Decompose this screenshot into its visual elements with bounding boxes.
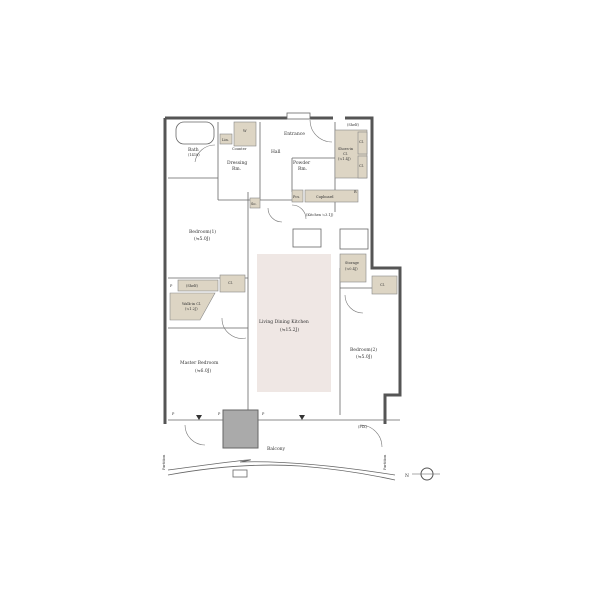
so-label: So. [251, 202, 257, 206]
shoes-cl-2 [357, 155, 368, 179]
compass: N [405, 467, 440, 481]
entrance-label: Entrance [284, 131, 305, 137]
partition-right-label: Partition [383, 454, 387, 470]
hall-label: Hall [271, 149, 281, 155]
wic-size: (≒1.2J) [185, 307, 198, 311]
compass-label: N [405, 473, 409, 479]
bedroom2-size: (≒5.0J) [356, 353, 372, 360]
p-label-3: P [262, 412, 265, 416]
linen-label: Lin. [222, 138, 229, 142]
fix-label: (FIX) [358, 425, 368, 429]
wic-shelf [177, 279, 219, 292]
storage-size: (≒0.4J) [345, 267, 358, 271]
partition-left-label: Partition [162, 454, 166, 470]
kitchen-sink [292, 228, 322, 248]
wic-label: Walk-in Cl. [182, 302, 201, 306]
ldk-size: (≒15.2J) [280, 326, 299, 333]
shoes-cl2-label: Cl. [359, 164, 364, 168]
door-arcs [184, 119, 383, 448]
powder-label-2: Rm. [298, 166, 308, 172]
wic-p-label: P [170, 284, 173, 288]
p-label-2: P [218, 412, 221, 416]
dressing-label: Dressing [227, 160, 247, 166]
bedroom1-closet-label: Cl. [228, 281, 233, 285]
shoes-size: (≒1.4J) [338, 157, 351, 161]
bedroom1-closet [219, 274, 246, 293]
linen-shelf [219, 133, 233, 145]
bedroom1-label: Bedroom(1) [189, 228, 216, 235]
shoes-cl-1 [357, 131, 368, 155]
washer-space [233, 121, 257, 147]
powder-label: Powder [293, 160, 311, 166]
kitchen-label: (Kitchen ≒3.1J) [306, 213, 334, 217]
bath-size: (1418) [188, 153, 200, 157]
refrigerator-label: R [354, 190, 357, 194]
exterior-wall [163, 116, 402, 424]
outdoor-unit [222, 409, 259, 449]
ldk-label: Living Dining Kitchen [259, 319, 309, 325]
p-label-1: P [172, 412, 175, 416]
pcs-label: Pcs. [293, 195, 300, 199]
bedroom1-size: (≒5.0J) [194, 235, 210, 242]
balcony-railing [167, 459, 396, 481]
entrance-alcove [286, 112, 311, 120]
storage [339, 253, 367, 283]
counter-label: Counter [232, 147, 247, 151]
window-marker [299, 415, 305, 420]
shoes-label: Shoes-in [338, 147, 354, 151]
ldk-floor [257, 254, 331, 392]
bedroom2-closet-label: Cl. [380, 283, 385, 287]
wic-shelf-label: (Shelf) [186, 284, 199, 288]
bath-label: Bath [188, 147, 199, 153]
bedroom2-label: Bedroom(2) [350, 346, 377, 353]
walk-in-closet [169, 292, 216, 321]
dressing-label-2: Rm. [232, 166, 242, 172]
balcony-drain [232, 469, 248, 478]
shoes-cl1-label: Cl. [359, 140, 364, 144]
balcony-label: Balcony [267, 446, 286, 452]
washer-label: W [243, 129, 247, 133]
cupboard-label: Cupboard [316, 195, 334, 199]
bathtub [175, 121, 215, 145]
master-size: (≒6.0J) [195, 367, 211, 374]
window-marker [196, 415, 202, 420]
storage-label: Storage [345, 261, 359, 265]
so-box [249, 197, 261, 209]
master-label: Master Bedroom [180, 360, 219, 366]
shelf-top-label: (Shelf) [347, 123, 360, 127]
bedroom2-closet [371, 275, 398, 295]
pcs [291, 189, 304, 203]
cooktop [339, 228, 369, 250]
cupboard [304, 189, 359, 203]
shoes-label-2: Cl. [343, 152, 348, 156]
